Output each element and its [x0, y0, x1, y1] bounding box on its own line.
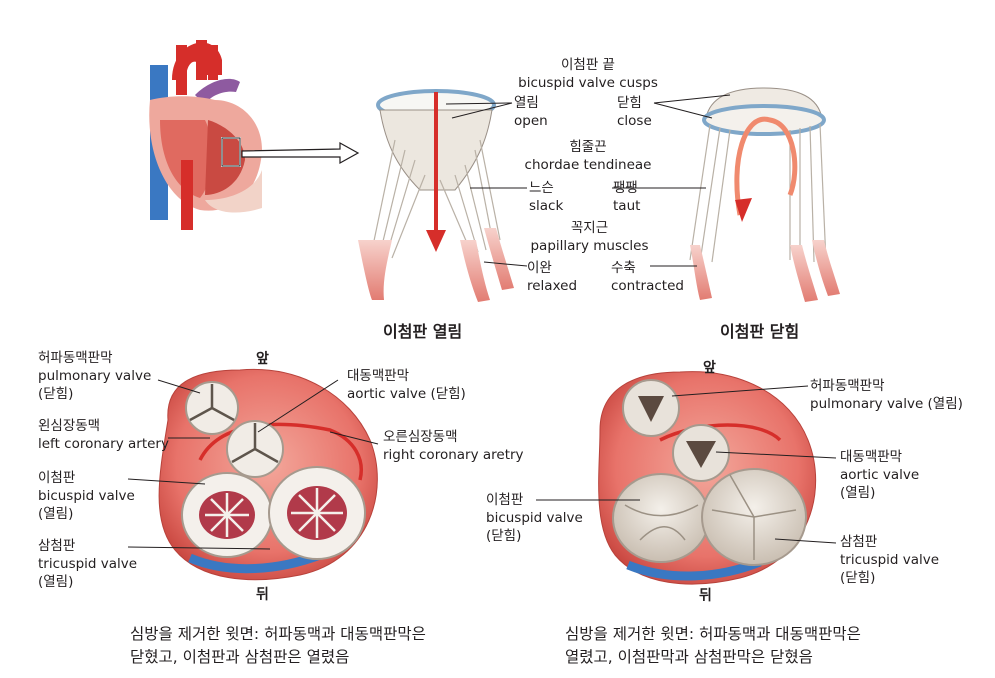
right-caption: 심방을 제거한 윗면: 허파동맥과 대동맥판막은 열렸고, 이첨판막과 삼첨판막…: [565, 623, 861, 669]
right-front-label: 앞: [703, 360, 716, 376]
right-caption-line1: 심방을 제거한 윗면: 허파동맥과 대동맥판막은: [565, 625, 861, 643]
right-pulmonary-en: pulmonary valve (열림): [810, 396, 963, 412]
right-bicuspid-state: (닫힘): [486, 528, 522, 544]
left-bicuspid-ko: 이첨판: [38, 470, 76, 486]
left-bicuspid-en: bicuspid valve: [38, 488, 135, 504]
left-aortic-ko: 대동맥판막: [347, 368, 410, 384]
taut-label: 팽팽 taut: [613, 179, 640, 215]
left-caption: 심방을 제거한 윗면: 허파동맥과 대동맥판막은 닫혔고, 이첨판과 삼첨판은 …: [130, 623, 426, 669]
open-label: 열림 open: [514, 94, 548, 130]
chordae-label: 힘줄끈 chordae tendineae: [512, 138, 664, 174]
right-coronary-label: 오른심장동맥 right coronary aretry: [383, 428, 524, 464]
open-valve-illustration: [358, 89, 514, 302]
slack-label: 느슨 slack: [529, 179, 563, 215]
right-back-label: 뒤: [699, 588, 712, 604]
left-aortic-en: aortic valve (닫힘): [347, 386, 466, 402]
cusps-ko: 이첨판 끝: [561, 57, 615, 73]
left-pulmonary-state: (닫힘): [38, 386, 74, 402]
right-bicuspid-en: bicuspid valve: [486, 510, 583, 526]
heart-thumbnail: [149, 40, 262, 230]
right-tricuspid-en: tricuspid valve: [840, 552, 940, 568]
title-closed: 이첨판 닫힘: [720, 322, 800, 341]
close-ko: 닫힘: [617, 95, 642, 111]
top-leader-lines: [445, 94, 731, 267]
right-pulmonary-ko: 허파동맥판막: [810, 378, 885, 394]
left-bicuspid-state: (열림): [38, 506, 74, 522]
left-pulmonary-ko: 허파동맥판막: [38, 350, 113, 366]
relaxed-ko: 이완: [527, 260, 552, 276]
left-heart-section: [158, 368, 378, 581]
left-tricuspid-state: (열림): [38, 574, 74, 590]
cusps-en: bicuspid valve cusps: [518, 75, 658, 91]
taut-en: taut: [613, 198, 641, 214]
right-bicuspid-label: 이첨판 bicuspid valve (닫힘): [486, 491, 583, 545]
left-coronary-en: left coronary artery: [38, 436, 169, 452]
right-coronary-ko: 오른심장동맥: [383, 429, 458, 445]
papillary-en: papillary muscles: [530, 238, 649, 254]
slack-ko: 느슨: [529, 180, 554, 196]
bottom-leader-lines: [127, 379, 837, 550]
right-aortic-label: 대동맥판막 aortic valve (열림): [840, 448, 919, 502]
left-caption-line1: 심방을 제거한 윗면: 허파동맥과 대동맥판막은: [130, 625, 426, 643]
left-pulmonary-label: 허파동맥판막 pulmonary valve (닫힘): [38, 349, 151, 403]
slack-en: slack: [529, 198, 564, 214]
chordae-en: chordae tendineae: [524, 157, 652, 173]
right-bicuspid-ko: 이첨판: [486, 492, 524, 508]
left-coronary-ko: 왼심장동맥: [38, 418, 101, 434]
left-tricuspid-en: tricuspid valve: [38, 556, 138, 572]
right-tricuspid-ko: 삼첨판: [840, 534, 878, 550]
left-caption-line2: 닫혔고, 이첨판과 삼첨판은 열렸음: [130, 648, 350, 666]
papillary-label: 꼭지근 papillary muscles: [522, 219, 657, 255]
title-open: 이첨판 열림: [383, 322, 463, 341]
right-caption-line2: 열렸고, 이첨판막과 삼첨판막은 닫혔음: [565, 648, 813, 666]
right-pulmonary-label: 허파동맥판막 pulmonary valve (열림): [810, 377, 963, 413]
close-en: close: [617, 113, 652, 129]
right-tricuspid-state: (닫힘): [840, 570, 876, 586]
right-coronary-en: right coronary aretry: [383, 447, 524, 463]
right-aortic-state: (열림): [840, 485, 876, 501]
pointer-arrow: [241, 141, 360, 165]
right-tricuspid-label: 삼첨판 tricuspid valve (닫힘): [840, 533, 939, 587]
open-en: open: [514, 113, 548, 129]
left-front-label: 앞: [256, 351, 269, 367]
left-bicuspid-label: 이첨판 bicuspid valve (열림): [38, 469, 135, 523]
left-pulmonary-en: pulmonary valve: [38, 368, 152, 384]
right-aortic-ko: 대동맥판막: [840, 449, 903, 465]
closed-valve-illustration: [689, 87, 840, 302]
papillary-ko: 꼭지근: [570, 220, 609, 236]
chordae-ko: 힘줄끈: [569, 139, 607, 155]
left-coronary-label: 왼심장동맥 left coronary artery: [38, 417, 169, 453]
close-label: 닫힘 close: [617, 94, 652, 130]
left-back-label: 뒤: [256, 587, 269, 603]
contracted-en: contracted: [611, 278, 684, 294]
left-tricuspid-ko: 삼첨판: [38, 538, 76, 554]
open-ko: 열림: [514, 95, 539, 111]
contracted-label: 수축 contracted: [611, 259, 684, 295]
right-aortic-en: aortic valve: [840, 467, 920, 483]
contracted-ko: 수축: [611, 260, 636, 276]
cusps-label: 이첨판 끝 bicuspid valve cusps: [512, 56, 664, 92]
left-aortic-label: 대동맥판막 aortic valve (닫힘): [347, 367, 466, 403]
taut-ko: 팽팽: [613, 180, 638, 196]
left-tricuspid-label: 삼첨판 tricuspid valve (열림): [38, 537, 137, 591]
relaxed-en: relaxed: [527, 278, 578, 294]
relaxed-label: 이완 relaxed: [527, 259, 577, 295]
right-heart-section: [598, 371, 817, 585]
